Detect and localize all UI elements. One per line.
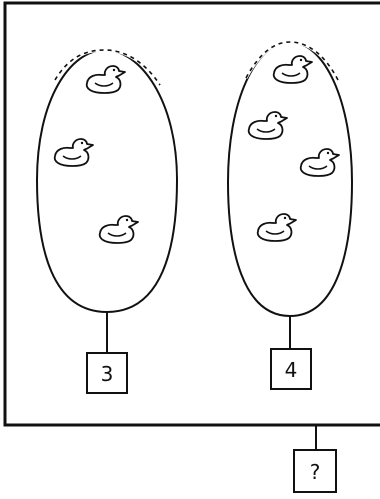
left-count-label: 3 — [101, 362, 114, 386]
result-label: ? — [310, 460, 321, 484]
outer-frame — [5, 3, 380, 425]
right-duck-2 — [249, 112, 287, 139]
right-duck-1 — [274, 56, 312, 83]
left-duck-1 — [87, 66, 125, 93]
left-duck-2 — [55, 139, 93, 166]
left-duck-3 — [100, 216, 138, 243]
right-set: 4 — [228, 42, 352, 389]
right-duck-3 — [301, 149, 339, 176]
right-count-label: 4 — [285, 358, 298, 382]
right-duck-4 — [258, 214, 296, 241]
left-set-ellipse — [37, 50, 177, 312]
left-set: 3 — [37, 50, 177, 393]
result: ? — [294, 425, 336, 492]
